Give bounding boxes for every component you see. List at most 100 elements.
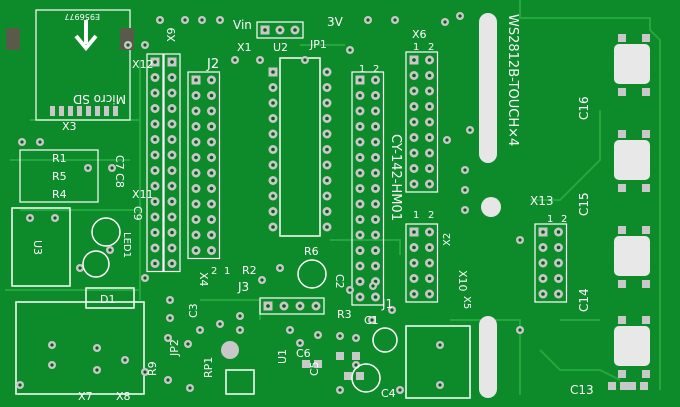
smd-pad [336, 352, 344, 360]
pad-hole [143, 276, 147, 280]
pad-hole [373, 233, 378, 237]
pad-hole [427, 276, 432, 281]
led-smd-pad [642, 34, 650, 42]
pad-hole [541, 276, 545, 281]
u2-outline [279, 57, 321, 237]
label-r4: R4 [52, 188, 67, 201]
label-x6: X6 [412, 28, 427, 41]
pad-hole [370, 318, 374, 322]
pad-hole [325, 70, 329, 74]
pad-hole [218, 322, 222, 326]
pad-hole [170, 230, 174, 235]
pin1-label-b: 1 [413, 42, 419, 53]
pad-hole [373, 171, 378, 175]
pad-hole [445, 138, 449, 142]
label-c9: C9 [131, 206, 144, 221]
led-smd-pad [618, 316, 626, 324]
pad-hole [358, 233, 362, 237]
pad-hole [373, 248, 378, 253]
sd-pin [95, 106, 100, 116]
pad-hole [358, 124, 362, 129]
pad-hole [443, 20, 447, 24]
pad-hole [271, 116, 275, 121]
r-block-outline [19, 149, 99, 203]
pad-hole [271, 85, 275, 90]
pad-hole [412, 73, 416, 78]
label-c7c8: C7 C8 [113, 155, 126, 188]
pad-hole [314, 304, 318, 308]
pad-hole [427, 151, 432, 155]
led-pad [614, 140, 650, 180]
pad-hole [468, 128, 472, 132]
sd-pin [86, 106, 91, 116]
pad-hole [373, 140, 378, 144]
pad-hole [282, 304, 286, 308]
pad-hole [271, 194, 275, 198]
pad-hole [325, 147, 329, 152]
pad-hole [358, 202, 362, 206]
pad-hole [358, 279, 362, 284]
lot-code: E956977 [64, 12, 100, 21]
smd-pad [302, 360, 310, 368]
pad-hole [209, 93, 214, 98]
sd-pad-left [6, 28, 20, 50]
pad-hole [166, 378, 170, 382]
pad-hole [298, 304, 302, 308]
pad-hole [170, 75, 174, 80]
pad-hole [427, 89, 432, 93]
label-rp1: RP1 [202, 357, 215, 378]
pad-hole [398, 388, 402, 392]
label-jp2: JP2 [168, 339, 181, 357]
pad-hole [325, 116, 329, 121]
through-hole-pads [16, 12, 568, 394]
header-outline [534, 223, 568, 303]
led-smd-pad [618, 370, 626, 378]
pad-hole [28, 216, 32, 220]
pin1-label-c: 1 [413, 210, 419, 221]
copper-traces [5, 0, 661, 395]
pad-hole [271, 101, 275, 105]
label-jp1: JP1 [309, 38, 327, 51]
pad-hole [18, 383, 22, 387]
pad-hole [373, 295, 378, 299]
pad-hole [373, 217, 378, 222]
pad-hole [233, 58, 237, 62]
pad-hole [412, 245, 416, 250]
pin2-label-b: 2 [428, 42, 434, 53]
pad-hole [238, 314, 242, 318]
header-outline [405, 223, 439, 303]
pad-hole [393, 18, 397, 22]
pad-hole [412, 120, 416, 124]
pad-hole [348, 288, 352, 292]
label-u2: U2 [273, 41, 288, 54]
pad-hole [358, 78, 362, 82]
pad-hole [153, 230, 157, 235]
u3-outline [11, 207, 71, 287]
pad-hole [170, 106, 174, 111]
pad-hole [412, 276, 416, 281]
pad-hole [373, 264, 378, 268]
led-smd-pad [642, 88, 650, 96]
label-x10: X10 [456, 270, 469, 292]
pad-hole [412, 182, 416, 186]
pad-hole [325, 101, 329, 105]
pad-hole [266, 304, 270, 308]
header-outline [351, 71, 385, 306]
pad-hole [556, 245, 561, 250]
pad-hole [153, 60, 157, 64]
led-smd-pad [642, 316, 650, 324]
label-j1: J1 [381, 297, 393, 311]
pad-hole [427, 182, 432, 186]
label-x8: X8 [116, 390, 131, 403]
pad-hole [348, 48, 352, 52]
pad-hole [153, 184, 157, 188]
pad-hole [153, 199, 157, 204]
pad-hole [170, 137, 174, 142]
pad-hole [186, 342, 190, 346]
rp1-outline [225, 369, 255, 395]
header-outline [146, 53, 164, 273]
pad-hole [50, 343, 54, 347]
pad-hole [358, 295, 362, 299]
label-u1: U1 [276, 349, 289, 364]
